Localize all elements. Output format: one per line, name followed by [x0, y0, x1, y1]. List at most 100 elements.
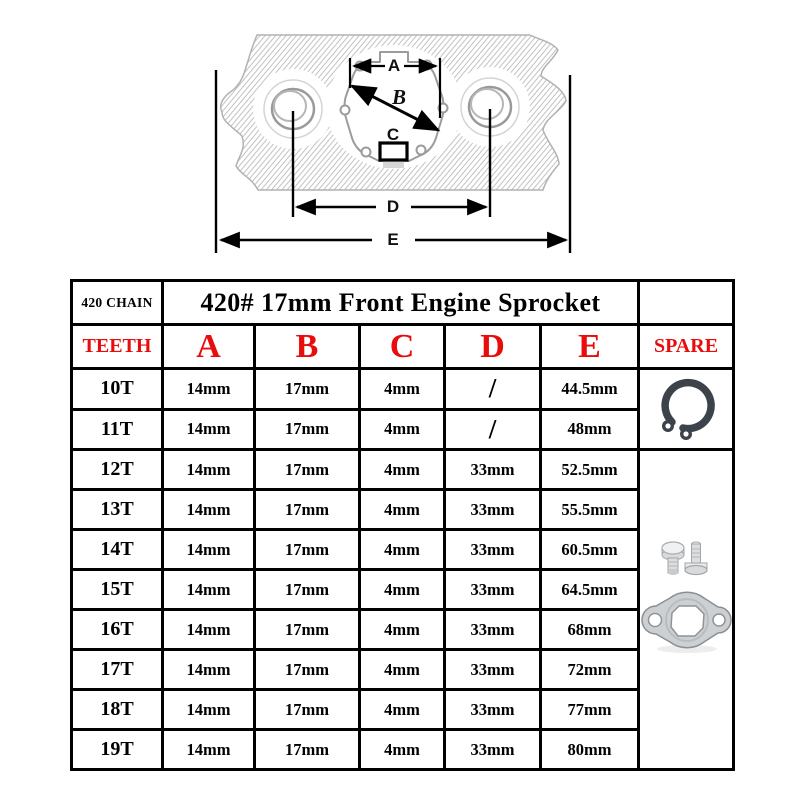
- page-title: 420# 17mm Front Engine Sprocket: [161, 279, 640, 326]
- col-header-spare: SPARE: [637, 323, 735, 370]
- dimension-e: [214, 70, 572, 253]
- dim-label-a: A: [388, 56, 400, 75]
- dim-e-cell: 55.5mm: [539, 488, 640, 531]
- dim-c-cell: 4mm: [358, 728, 446, 771]
- dim-b-cell: 17mm: [253, 728, 361, 771]
- table-row: 11T 14mm 17mm 4mm / 48mm: [70, 407, 734, 451]
- retainer-plate: [641, 591, 731, 653]
- teeth-cell: 14T: [70, 528, 164, 571]
- dim-c-cell: 4mm: [358, 648, 446, 691]
- col-header-e: E: [539, 323, 640, 370]
- dim-d-cell: 33mm: [443, 568, 542, 611]
- dim-a-cell: 14mm: [161, 448, 256, 491]
- dim-e-cell: 80mm: [539, 728, 640, 771]
- table-row: 10T 14mm 17mm 4mm / 44.5mm: [70, 367, 735, 451]
- dimension-d: [291, 109, 492, 217]
- dim-c-cell: 4mm: [358, 448, 446, 491]
- dim-e-cell: 52.5mm: [539, 448, 640, 491]
- table-row: 14T 14mm 17mm 4mm 33mm 60.5mm: [70, 528, 734, 571]
- bolt-left: [661, 540, 685, 575]
- dim-b-cell: 17mm: [253, 367, 361, 411]
- table-row: 18T 14mm 17mm 4mm 33mm 77mm: [70, 688, 734, 731]
- dim-c-cell: 4mm: [358, 608, 446, 651]
- dim-a-cell: 14mm: [161, 648, 256, 691]
- dim-e-cell: 44.5mm: [539, 367, 640, 411]
- dim-a-cell: 14mm: [161, 608, 256, 651]
- dim-c-cell: 4mm: [358, 568, 446, 611]
- dim-c-cell: 4mm: [358, 367, 446, 411]
- teeth-cell: 17T: [70, 648, 164, 691]
- dim-b-cell: 17mm: [253, 407, 361, 451]
- column-header-row: TEETH A B C D E SPARE: [70, 323, 735, 370]
- dim-a-cell: 14mm: [161, 367, 256, 411]
- dim-b-cell: 17mm: [253, 448, 361, 491]
- right-bolt-hole: [460, 77, 520, 137]
- dim-a-cell: 14mm: [161, 568, 256, 611]
- dim-e-cell: 48mm: [539, 407, 640, 451]
- sprocket-spec-table: 420 CHAIN 420# 17mm Front Engine Sprocke…: [70, 279, 735, 771]
- dim-d-cell: 33mm: [443, 688, 542, 731]
- table-row: 17T 14mm 17mm 4mm 33mm 72mm: [70, 648, 734, 691]
- dim-a-cell: 14mm: [161, 688, 256, 731]
- teeth-cell: 18T: [70, 688, 164, 731]
- dim-b-cell: 17mm: [253, 488, 361, 531]
- dim-label-e: E: [387, 230, 398, 249]
- teeth-cell: 10T: [70, 367, 164, 411]
- col-header-c: C: [358, 323, 446, 370]
- dim-b-cell: 17mm: [253, 568, 361, 611]
- col-header-a: A: [161, 323, 256, 370]
- dim-b-cell: 17mm: [253, 608, 361, 651]
- dim-d-cell: 33mm: [443, 448, 542, 491]
- chain-size-label: 420 CHAIN: [70, 279, 164, 326]
- dim-a-cell: 14mm: [161, 407, 256, 451]
- teeth-cell: 11T: [70, 407, 164, 451]
- dim-e-cell: 64.5mm: [539, 568, 640, 611]
- table-row: 16T 14mm 17mm 4mm 33mm 68mm: [70, 608, 734, 651]
- sprocket-dimension-diagram: A B C D E: [214, 34, 572, 253]
- dim-d-cell: 33mm: [443, 728, 542, 771]
- dim-label-d: D: [387, 197, 399, 216]
- dim-b-cell: 17mm: [253, 648, 361, 691]
- table-row: 15T 14mm 17mm 4mm 33mm 64.5mm: [70, 568, 734, 611]
- teeth-cell: 19T: [70, 728, 164, 771]
- teeth-cell: 16T: [70, 608, 164, 651]
- dim-c-cell: 4mm: [358, 407, 446, 451]
- dim-a-cell: 14mm: [161, 488, 256, 531]
- dim-a-cell: 14mm: [161, 528, 256, 571]
- teeth-cell: 15T: [70, 568, 164, 611]
- dim-d-cell: 33mm: [443, 488, 542, 531]
- dim-d-cell: /: [443, 367, 542, 411]
- col-header-b: B: [253, 323, 361, 370]
- bolt-right: [684, 541, 708, 575]
- dim-d-cell: /: [443, 407, 542, 451]
- table-row: 13T 14mm 17mm 4mm 33mm 55.5mm: [70, 488, 734, 531]
- table-row: 12T 14mm 17mm 4mm 33mm 52.5mm: [70, 448, 735, 771]
- bolts-and-retainer-plate-icon: [641, 540, 731, 653]
- dimension-b: [349, 84, 441, 132]
- dim-a-cell: 14mm: [161, 728, 256, 771]
- table-row: 19T 14mm 17mm 4mm 33mm 80mm: [70, 728, 734, 771]
- dim-c-cell: 4mm: [358, 528, 446, 571]
- col-header-d: D: [443, 323, 542, 370]
- dim-label-c: C: [387, 125, 399, 144]
- spare-part-hardware-cell: [637, 448, 735, 771]
- dim-d-cell: 33mm: [443, 648, 542, 691]
- col-header-teeth: TEETH: [70, 323, 164, 370]
- dim-d-cell: 33mm: [443, 608, 542, 651]
- dim-label-b: B: [391, 85, 406, 109]
- circlip-icon: [661, 378, 715, 440]
- dim-c-cell: 4mm: [358, 488, 446, 531]
- sprocket-diagram-area: A B C D E: [0, 0, 800, 272]
- header-spacer-cell: [637, 279, 735, 326]
- teeth-cell: 12T: [70, 448, 164, 491]
- keyway-slot: [378, 141, 409, 168]
- teeth-cell: 13T: [70, 488, 164, 531]
- dim-e-cell: 72mm: [539, 648, 640, 691]
- table-title-row: 420 CHAIN 420# 17mm Front Engine Sprocke…: [70, 279, 735, 326]
- dim-e-cell: 68mm: [539, 608, 640, 651]
- dim-d-cell: 33mm: [443, 528, 542, 571]
- spare-part-circlip-cell: [637, 367, 735, 451]
- dim-c-cell: 4mm: [358, 688, 446, 731]
- dim-e-cell: 60.5mm: [539, 528, 640, 571]
